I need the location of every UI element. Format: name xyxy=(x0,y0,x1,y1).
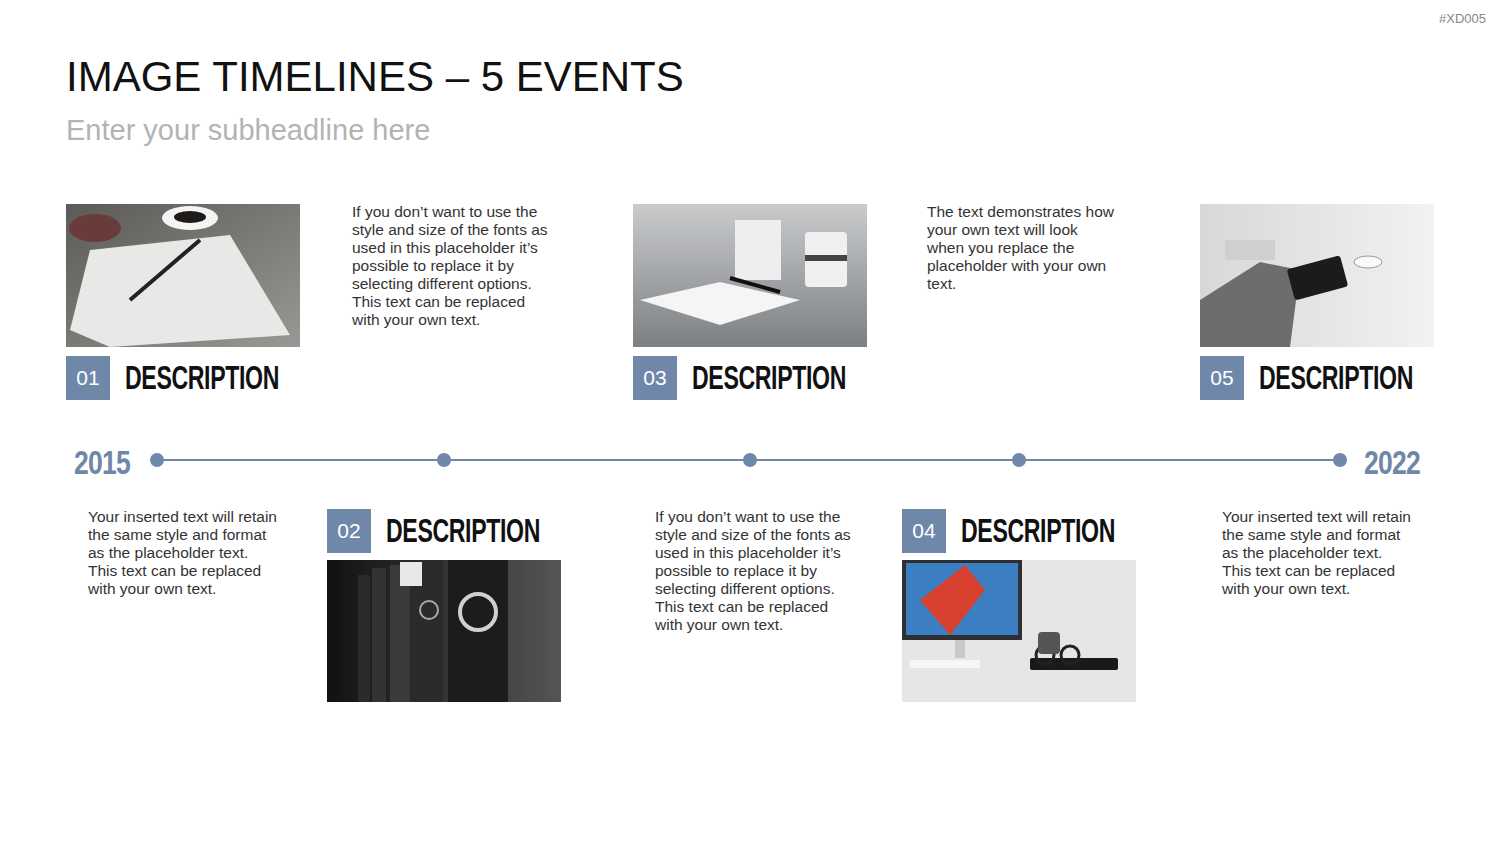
badge-number: 05 xyxy=(1200,356,1244,400)
badge-number: 01 xyxy=(66,356,110,400)
event-heading: DESCRIPTION xyxy=(692,358,846,398)
badge-number: 03 xyxy=(633,356,677,400)
photo xyxy=(633,204,867,347)
photo xyxy=(327,560,561,702)
photo xyxy=(902,560,1136,702)
number-badge: 01DESCRIPTION xyxy=(66,356,110,400)
slide-title: IMAGE TIMELINES – 5 EVENTS xyxy=(66,52,684,102)
body-text: The text demonstrates how your own text … xyxy=(927,203,1117,293)
event-heading: DESCRIPTION xyxy=(1259,358,1413,398)
year: 2022 xyxy=(1364,443,1420,482)
event-heading: DESCRIPTION xyxy=(961,511,1115,551)
event-heading: DESCRIPTION xyxy=(125,358,279,398)
photo xyxy=(1200,204,1434,347)
timeline xyxy=(150,453,1347,467)
number-badge: 03DESCRIPTION xyxy=(633,356,677,400)
number-badge: 04DESCRIPTION xyxy=(902,509,946,553)
subheadline: Enter your subheadline here xyxy=(66,114,430,147)
badge-number: 02 xyxy=(327,509,371,553)
photo xyxy=(66,204,300,347)
body-text: If you don’t want to use the style and s… xyxy=(655,508,860,634)
slide-id: #XD005 xyxy=(1439,11,1486,26)
body-text: Your inserted text will retain the same … xyxy=(88,508,278,598)
year: 2015 xyxy=(74,443,130,482)
number-badge: 05DESCRIPTION xyxy=(1200,356,1244,400)
body-text: If you don’t want to use the style and s… xyxy=(352,203,557,329)
body-text: Your inserted text will retain the same … xyxy=(1222,508,1412,598)
number-badge: 02DESCRIPTION xyxy=(327,509,371,553)
event-heading: DESCRIPTION xyxy=(386,511,540,551)
badge-number: 04 xyxy=(902,509,946,553)
